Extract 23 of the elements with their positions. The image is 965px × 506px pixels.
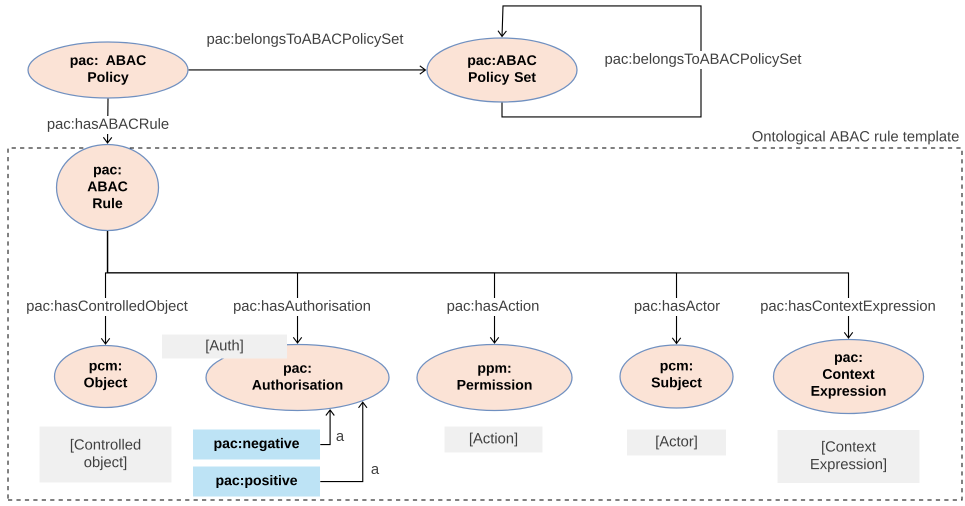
edge-label: pac:hasABACRule — [44, 116, 172, 134]
arrow — [320, 408, 335, 446]
edge-label: pac:belongsToABACPolicySet — [204, 31, 406, 49]
arrow — [320, 401, 368, 482]
arrow — [106, 231, 854, 339]
edge-label: pac:hasContextExpression — [758, 298, 938, 316]
placeholder-box: [Actor] — [627, 430, 726, 456]
placeholder-box: [Controlled object] — [40, 426, 172, 482]
edge-label: pac:hasAuthorisation — [230, 298, 374, 316]
edge-label: pac:hasControlledObject — [24, 298, 190, 316]
edge-label: pac:hasActor — [632, 298, 722, 316]
placeholder-box: [Context Expression] — [778, 430, 920, 483]
arrow — [188, 65, 426, 75]
placeholder-box: [Action] — [444, 426, 542, 452]
value-box: pac:positive — [193, 466, 320, 496]
arrow — [498, 5, 702, 118]
edge-label: a — [368, 464, 382, 476]
edge-label: pac:belongsToABACPolicySet — [602, 51, 804, 69]
edge-label: pac:hasAction — [444, 298, 542, 316]
value-box: pac:negative — [193, 430, 320, 460]
placeholder-box: [Auth] — [162, 334, 288, 358]
node-label: Ontological ABAC rule template — [752, 130, 959, 144]
edge-label: a — [334, 430, 346, 444]
